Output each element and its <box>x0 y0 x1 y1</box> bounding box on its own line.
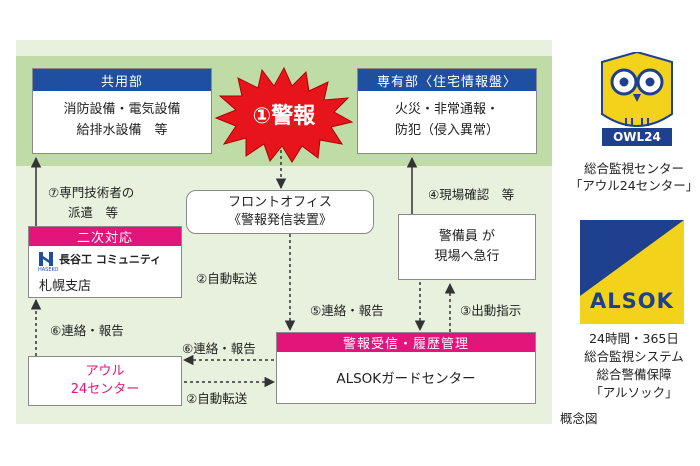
front-office-line1: フロントオフィス <box>228 195 332 210</box>
label-site-check: ④現場確認 等 <box>428 187 515 202</box>
owl24-caption-line1: 総合監視センター <box>583 161 684 176</box>
shared-area-line2: 給排水設備 等 <box>76 123 168 138</box>
branch-box: 二次対応 長谷工 コミュニティ HASEKO 札幌支店 <box>28 226 182 298</box>
label-report-6-mid: ⑥連絡・報告 <box>182 341 256 356</box>
owl-center-line1: アウル <box>85 364 125 379</box>
label-report-5: ⑤連絡・報告 <box>310 303 384 318</box>
alsok-logo-icon <box>580 220 684 324</box>
front-office-line2: 《警報発信装置》 <box>227 213 332 228</box>
branch-logo-text: 長谷工 コミュニティ <box>59 253 162 266</box>
owl-center-box: アウル 24センター <box>28 356 182 406</box>
branch-name: 札幌支店 <box>39 279 92 294</box>
label-expert-line1: ⑦専門技術者の <box>48 185 135 200</box>
alsok-caption-line2: 総合監視システム <box>584 349 684 364</box>
alsok-caption: 24時間・365日 総合監視システム 総合警備保障 「アルソック」 <box>566 330 700 402</box>
front-office-box: フロントオフィス 《警報発信装置》 <box>186 190 374 234</box>
alsok-center-box: 警報受信・履歴管理 ALSOKガードセンター <box>276 332 536 404</box>
owl-center-line2: 24センター <box>70 382 140 397</box>
alsok-center-name: ALSOKガードセンター <box>336 371 476 387</box>
label-expert-line2: 派遣 等 <box>68 205 119 220</box>
footnote: 概念図 <box>560 411 598 426</box>
alarm-label: ①警報 <box>252 104 316 129</box>
branch-logo-small: HASEKO <box>38 267 59 273</box>
alsok-caption-line4: 「アルソック」 <box>590 385 678 400</box>
label-report-6-left: ⑥連絡・報告 <box>50 323 124 338</box>
owl24-logo-text: OWL24 <box>613 130 661 144</box>
private-area-title: 専有部〈住宅情報盤〉 <box>358 69 536 91</box>
private-area-line1: 火災・非常通報・ <box>394 102 499 117</box>
guard-line2: 現場へ急行 <box>434 249 500 264</box>
branch-title: 二次対応 <box>29 227 181 246</box>
private-area-line2: 防犯（侵入異常） <box>394 123 499 138</box>
alsok-caption-line1: 24時間・365日 <box>589 331 679 346</box>
private-area-box: 専有部〈住宅情報盤〉 火災・非常通報・ 防犯（侵入異常） <box>357 68 537 154</box>
label-dispatch: ③出動指示 <box>460 303 522 318</box>
alarm-burst-icon <box>214 66 354 163</box>
owl24-caption: 総合監視センター 「アウル24センター」 <box>566 160 700 194</box>
shared-area-box: 共用部 消防設備・電気設備 給排水設備 等 <box>32 68 212 154</box>
label-auto-transfer-bottom: ②自動転送 <box>186 391 248 406</box>
haseko-logo-icon <box>39 252 53 266</box>
alsok-logo-text: ALSOK <box>590 289 674 313</box>
guard-line1: 警備員 が <box>438 229 496 244</box>
shared-area-title: 共用部 <box>33 69 211 91</box>
owl24-logo-icon <box>596 52 678 148</box>
shared-area-line1: 消防設備・電気設備 <box>63 102 181 117</box>
guard-box: 警備員 が 現場へ急行 <box>398 214 536 280</box>
label-auto-transfer: ②自動転送 <box>196 271 258 286</box>
alsok-center-title: 警報受信・履歴管理 <box>277 333 535 352</box>
alsok-caption-line3: 総合警備保障 <box>596 367 672 382</box>
owl24-caption-line2: 「アウル24センター」 <box>569 178 699 193</box>
